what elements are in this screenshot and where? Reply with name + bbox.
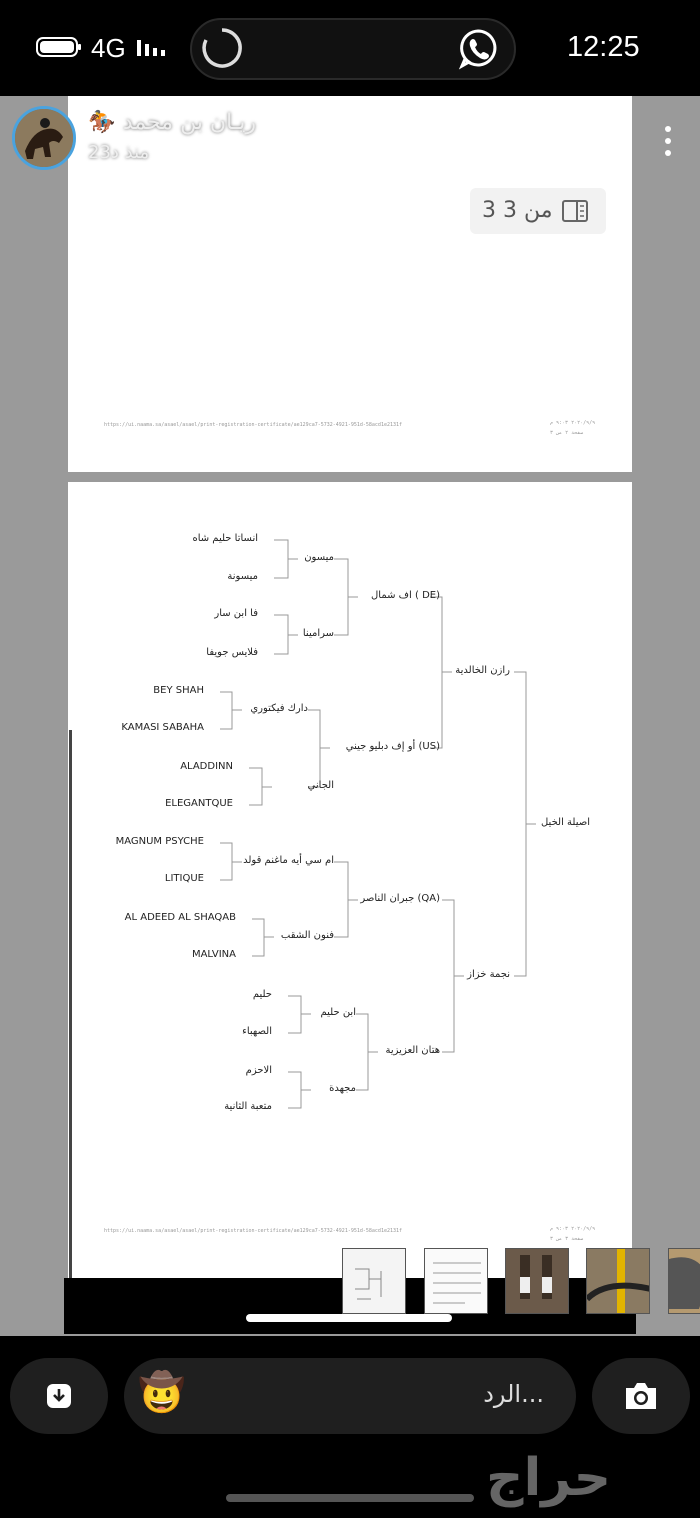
pedigree-sire: رازن الخالدية: [455, 665, 510, 676]
page-url: https://ui.naama.sa/asael/asael/print-re…: [104, 1228, 403, 1234]
pedigree-g4-11: AL ADEED AL SHAQAB: [124, 912, 236, 923]
clock: 12:25: [567, 31, 640, 63]
pedigree-g3-3: دارك فيكتوري: [250, 703, 308, 714]
pedigree-g3-2: سرامينا: [302, 628, 334, 639]
story-frame[interactable]: 3 من 3 https://ui.naama.sa/asael/asael/p…: [0, 96, 700, 1336]
page-split-icon: [562, 200, 588, 222]
pedigree-g4-15: الاحزم: [245, 1065, 272, 1076]
pedigree-g4-3: فا ابن سار: [214, 608, 258, 619]
document-page-2: 3 من 3 https://ui.naama.sa/asael/asael/p…: [68, 96, 632, 472]
page-number: صفحة ٣ من ٣: [550, 1236, 584, 1242]
avatar[interactable]: [12, 106, 76, 170]
scroll-indicator: [69, 730, 72, 1280]
network-type: 4G: [91, 33, 126, 63]
pedigree-g4-6: KAMASI SABAHA: [121, 722, 204, 733]
pedigree-dam-dam: هتان العزيزية: [385, 1045, 440, 1056]
pedigree-g3-4: الجاني: [307, 780, 334, 791]
camera-button[interactable]: [592, 1358, 690, 1434]
pedigree-sire-sire: اف شمال ( DE): [371, 590, 440, 601]
thumbnail-document[interactable]: [424, 1248, 488, 1314]
download-icon: [47, 1384, 71, 1408]
page-url: https://ui.naama.sa/asael/asael/print-re…: [104, 422, 403, 428]
pedigree-g4-5: BEY SHAH: [153, 685, 204, 696]
pedigree-g4-7: ALADDINN: [180, 761, 233, 772]
pedigree-g3-1: ميسون: [304, 552, 334, 563]
signal-icon: [136, 38, 166, 58]
pedigree-root: اصيلة الخيل: [540, 817, 590, 828]
pedigree-g4-12: MALVINA: [191, 949, 236, 960]
more-options-icon[interactable]: [660, 124, 676, 158]
pedigree-g3-5: ام سي أيه ماغنم قولد: [243, 855, 334, 866]
thumbnail-horse-legs[interactable]: [505, 1248, 569, 1314]
story-progress-bar: [246, 1314, 452, 1322]
page-counter: 3 من 3: [482, 198, 553, 223]
watermark: حراج: [486, 1448, 612, 1508]
battery-icon: [36, 36, 82, 58]
page-date: ٢٠٢٠/٩/٩ ٩:٠٣ م: [550, 420, 596, 426]
pedigree-g4-2: ميسونة: [227, 571, 258, 582]
thumbnail-pedigree[interactable]: [342, 1248, 406, 1314]
sticker-icon[interactable]: 🤠: [138, 1370, 186, 1414]
thumbnail-measure[interactable]: [586, 1248, 650, 1314]
pedigree-g4-10: LITIQUE: [164, 873, 204, 884]
reply-placeholder: الرد...: [483, 1380, 544, 1408]
pedigree-g4-13: حليم: [252, 989, 272, 1000]
status-bar: 4G 12:25: [0, 0, 700, 96]
story-time: منذ د23: [88, 142, 150, 163]
download-button[interactable]: [10, 1358, 108, 1434]
pedigree-g4-14: الصهباء: [242, 1026, 272, 1037]
document-page-3: انساتا حليم شاه ميسونة فا ابن سار فلايس …: [68, 482, 632, 1278]
pedigree-g3-7: ابن حليم: [320, 1007, 356, 1018]
camera-icon: [626, 1383, 656, 1409]
page-date: ٢٠٢٠/٩/٩ ٩:٠٣ م: [550, 1226, 596, 1232]
pedigree-g4-9: MAGNUM PSYCHE: [115, 836, 204, 847]
pedigree-g4-4: فلايس جويفا: [206, 647, 258, 658]
pedigree-g4-16: متعبة الثانية: [224, 1101, 272, 1112]
thumbnail-horse[interactable]: [668, 1248, 700, 1314]
pedigree-sire-dam: أو إف دبليو جيني (US): [345, 741, 440, 752]
home-indicator: [226, 1494, 474, 1502]
story-username[interactable]: ريـان بن محمد: [122, 110, 256, 135]
pedigree-dam-sire: جبران الناصر (QA): [360, 893, 440, 904]
pedigree-connectors: [220, 539, 536, 1109]
pedigree-g3-6: فنون الشقب: [280, 930, 334, 941]
pedigree-g3-8: مجهدة: [329, 1083, 356, 1094]
page-number: صفحة ٢ من ٣: [550, 430, 584, 436]
recording-indicator-icon: [200, 26, 244, 70]
horse-emoji: 🏇: [88, 110, 116, 135]
reply-input[interactable]: 🤠 الرد...: [124, 1358, 576, 1434]
pedigree-dam: نجمة خزاز: [467, 969, 510, 980]
pedigree-g4-8: ELEGANTQUE: [165, 798, 233, 809]
whatsapp-icon[interactable]: [456, 26, 500, 70]
pedigree-g4-1: انساتا حليم شاه: [192, 533, 258, 544]
